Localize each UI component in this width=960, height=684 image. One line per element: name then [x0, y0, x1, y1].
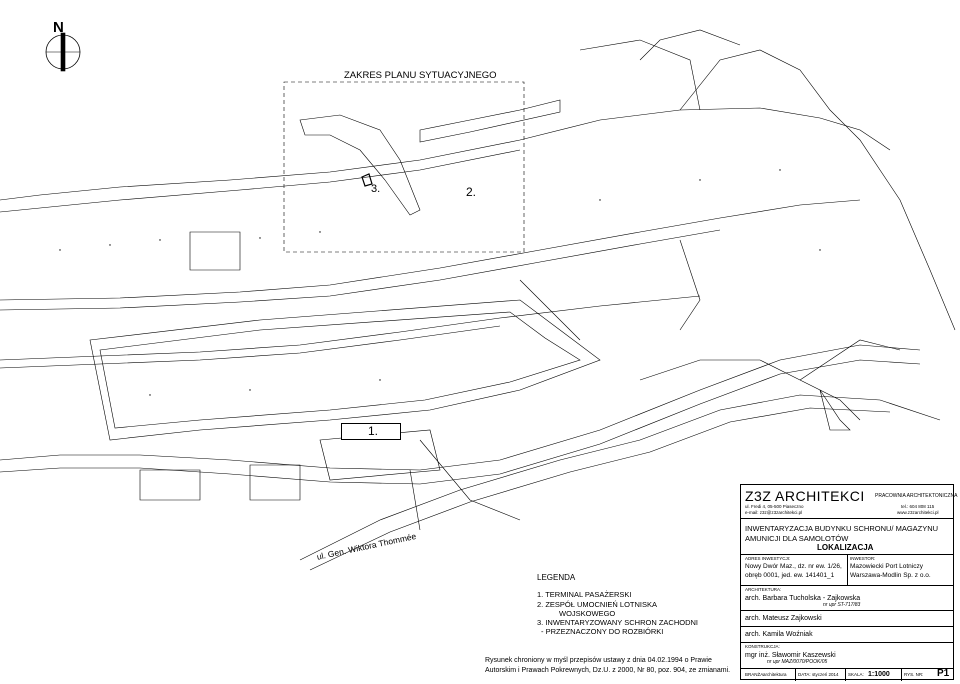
plan-scope-label: ZAKRES PLANU SYTUACYJNEGO: [344, 70, 497, 81]
engineer-license: nr upr MAZ/0070/POOK/05: [767, 659, 828, 665]
plan-label-2: 2.: [466, 185, 477, 199]
project-title: INWENTARYZACJA BUDYNKU SCHRONU/ MAGAZYNU: [745, 524, 939, 533]
firm-email: e-mail: z3z@z3zarchitekci.pl: [745, 510, 803, 515]
building-1-box: [341, 423, 401, 440]
architect-license: nr upr ST-717/83: [823, 602, 861, 608]
architect-name: arch. Barbara Tucholska - Zajkowska: [745, 595, 861, 602]
address-line: Nowy Dwór Maz., dz. nr ew. 1/26,: [745, 563, 842, 570]
plan-label-3: 3.: [371, 183, 381, 195]
address-line: obręb 0001, jed. ew. 141401_1: [745, 572, 835, 579]
address-label: ADRES INWESTYCJI:: [745, 556, 791, 561]
sheet-number-label: RYS. NR:: [904, 672, 924, 677]
firm-tel: tel.: 604 808 115: [901, 504, 935, 509]
project-title: AMUNICJI DLA SAMOLOTÓW: [745, 534, 849, 543]
firm-address: ul. Fredi 4, 05-500 Piaseczno: [745, 504, 804, 509]
bunker-3-marker: [361, 173, 373, 187]
firm-name: Z3Z ARCHITEKCI: [745, 488, 865, 504]
branch-label: BRANŻA:: [745, 672, 765, 677]
architect-name: arch. Mateusz Zajkowski: [745, 615, 822, 622]
legend-item: 3. INWENTARYZOWANY SCHRON ZACHODNI: [537, 618, 698, 627]
plan-label-1: 1.: [368, 424, 379, 438]
legend-title: LEGENDA: [537, 573, 576, 582]
scale-value: 1:1000: [868, 671, 890, 678]
copyright-note: Rysunek chroniony w myśl przepisów ustaw…: [485, 657, 712, 664]
investor-line: Mazowiecki Port Lotniczy: [850, 563, 923, 570]
date-label: DATA:: [798, 672, 811, 677]
north-arrow-icon: [45, 32, 81, 72]
sheet-title: LOKALIZACJA: [817, 543, 874, 552]
legend-item: 1. TERMINAL PASAŻERSKI: [537, 590, 632, 599]
title-block: Z3Z ARCHITEKCI PRACOWNIA ARCHITEKTONICZN…: [740, 484, 958, 681]
architect-name: arch. Kamila Woźniak: [745, 631, 813, 638]
firm-type: PRACOWNIA ARCHITEKTONICZNA: [875, 493, 958, 499]
branch-value: architektura: [763, 672, 787, 677]
legend-item: WOJSKOWEGO: [559, 609, 616, 618]
firm-www: www.z3zarchitekci.pl: [897, 510, 939, 515]
investor-line: Warszawa-Modlin Sp. z o.o.: [850, 572, 931, 579]
construction-label: KONSTRUKCJA:: [745, 644, 780, 649]
sheet-number: P1: [937, 668, 950, 679]
copyright-note: Autorskim i Prawach Pokrewnych, Dz.U. z …: [485, 667, 731, 674]
plan-scope-frame: [283, 81, 525, 253]
legend-item: 2. ZESPÓŁ UMOCNIEŃ LOTNISKA: [537, 600, 658, 609]
investor-label: INWESTOR:: [850, 556, 876, 561]
engineer-name: mgr inż. Sławomir Kaszewski: [745, 652, 836, 659]
north-label: N: [53, 19, 64, 36]
architecture-label: ARCHITEKTURA:: [745, 587, 782, 592]
date-value: styczeń 2014: [812, 672, 839, 677]
scale-label: SKALA:: [848, 672, 864, 677]
legend-item: - PRZEZNACZONY DO ROZBIÓRKI: [541, 627, 664, 636]
